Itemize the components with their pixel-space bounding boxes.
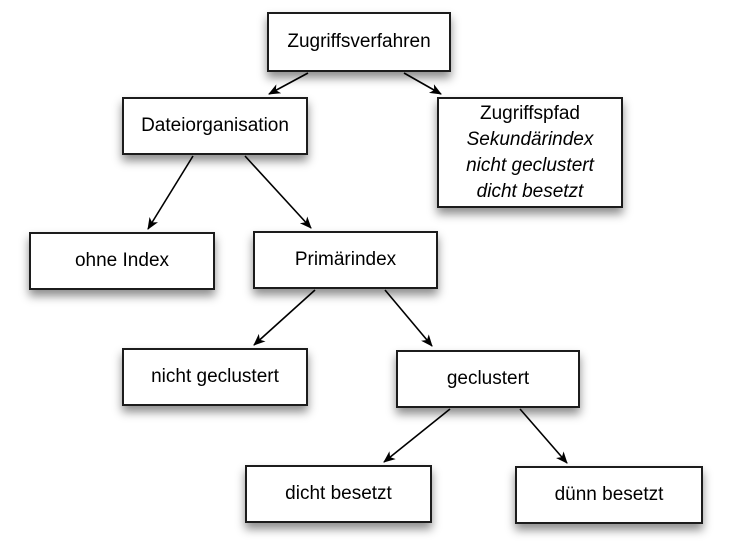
edge-zugriffsverfahren-zugriffspfad	[403, 72, 442, 95]
node-label: Primärindex	[294, 249, 397, 270]
edge-geclustert-duenn-besetzt	[519, 408, 568, 464]
edge-dateiorganisation-ohne-index	[147, 155, 194, 230]
node-dicht-besetzt: dicht besetzt	[245, 465, 432, 523]
node-ohne-index: ohne Index	[29, 232, 215, 290]
node-label: geclustert	[446, 368, 530, 389]
edge-primaerindex-nicht-geclustert	[253, 289, 316, 346]
edge-primaerindex-geclustert	[384, 289, 433, 347]
node-zugriffsverfahren: Zugriffsverfahren	[267, 12, 451, 72]
node-zugriffspfad: Zugriffspfad Sekundärindex nicht geclust…	[437, 97, 623, 208]
node-label: Dateiorganisation	[141, 115, 289, 136]
node-label-line-3: nicht geclustert	[466, 154, 594, 176]
node-label-line-2: Sekundärindex	[466, 128, 594, 150]
node-label: nicht geclustert	[151, 366, 279, 387]
node-label: ohne Index	[74, 250, 170, 271]
node-label: dünn besetzt	[554, 484, 664, 505]
node-dateiorganisation: Dateiorganisation	[122, 97, 308, 155]
node-nicht-geclustert: nicht geclustert	[122, 348, 308, 406]
edge-geclustert-dicht-besetzt	[383, 408, 451, 463]
node-label-line-1: Zugriffspfad	[480, 102, 580, 124]
node-geclustert: geclustert	[396, 350, 580, 408]
node-label: Zugriffsverfahren	[287, 31, 431, 52]
node-duenn-besetzt: dünn besetzt	[515, 466, 703, 524]
edge-dateiorganisation-primaerindex	[244, 155, 312, 229]
edge-zugriffsverfahren-dateiorganisation	[268, 72, 309, 95]
node-primaerindex: Primärindex	[253, 231, 438, 289]
node-label-line-4: dicht besetzt	[476, 180, 584, 202]
node-label: dicht besetzt	[285, 483, 392, 504]
